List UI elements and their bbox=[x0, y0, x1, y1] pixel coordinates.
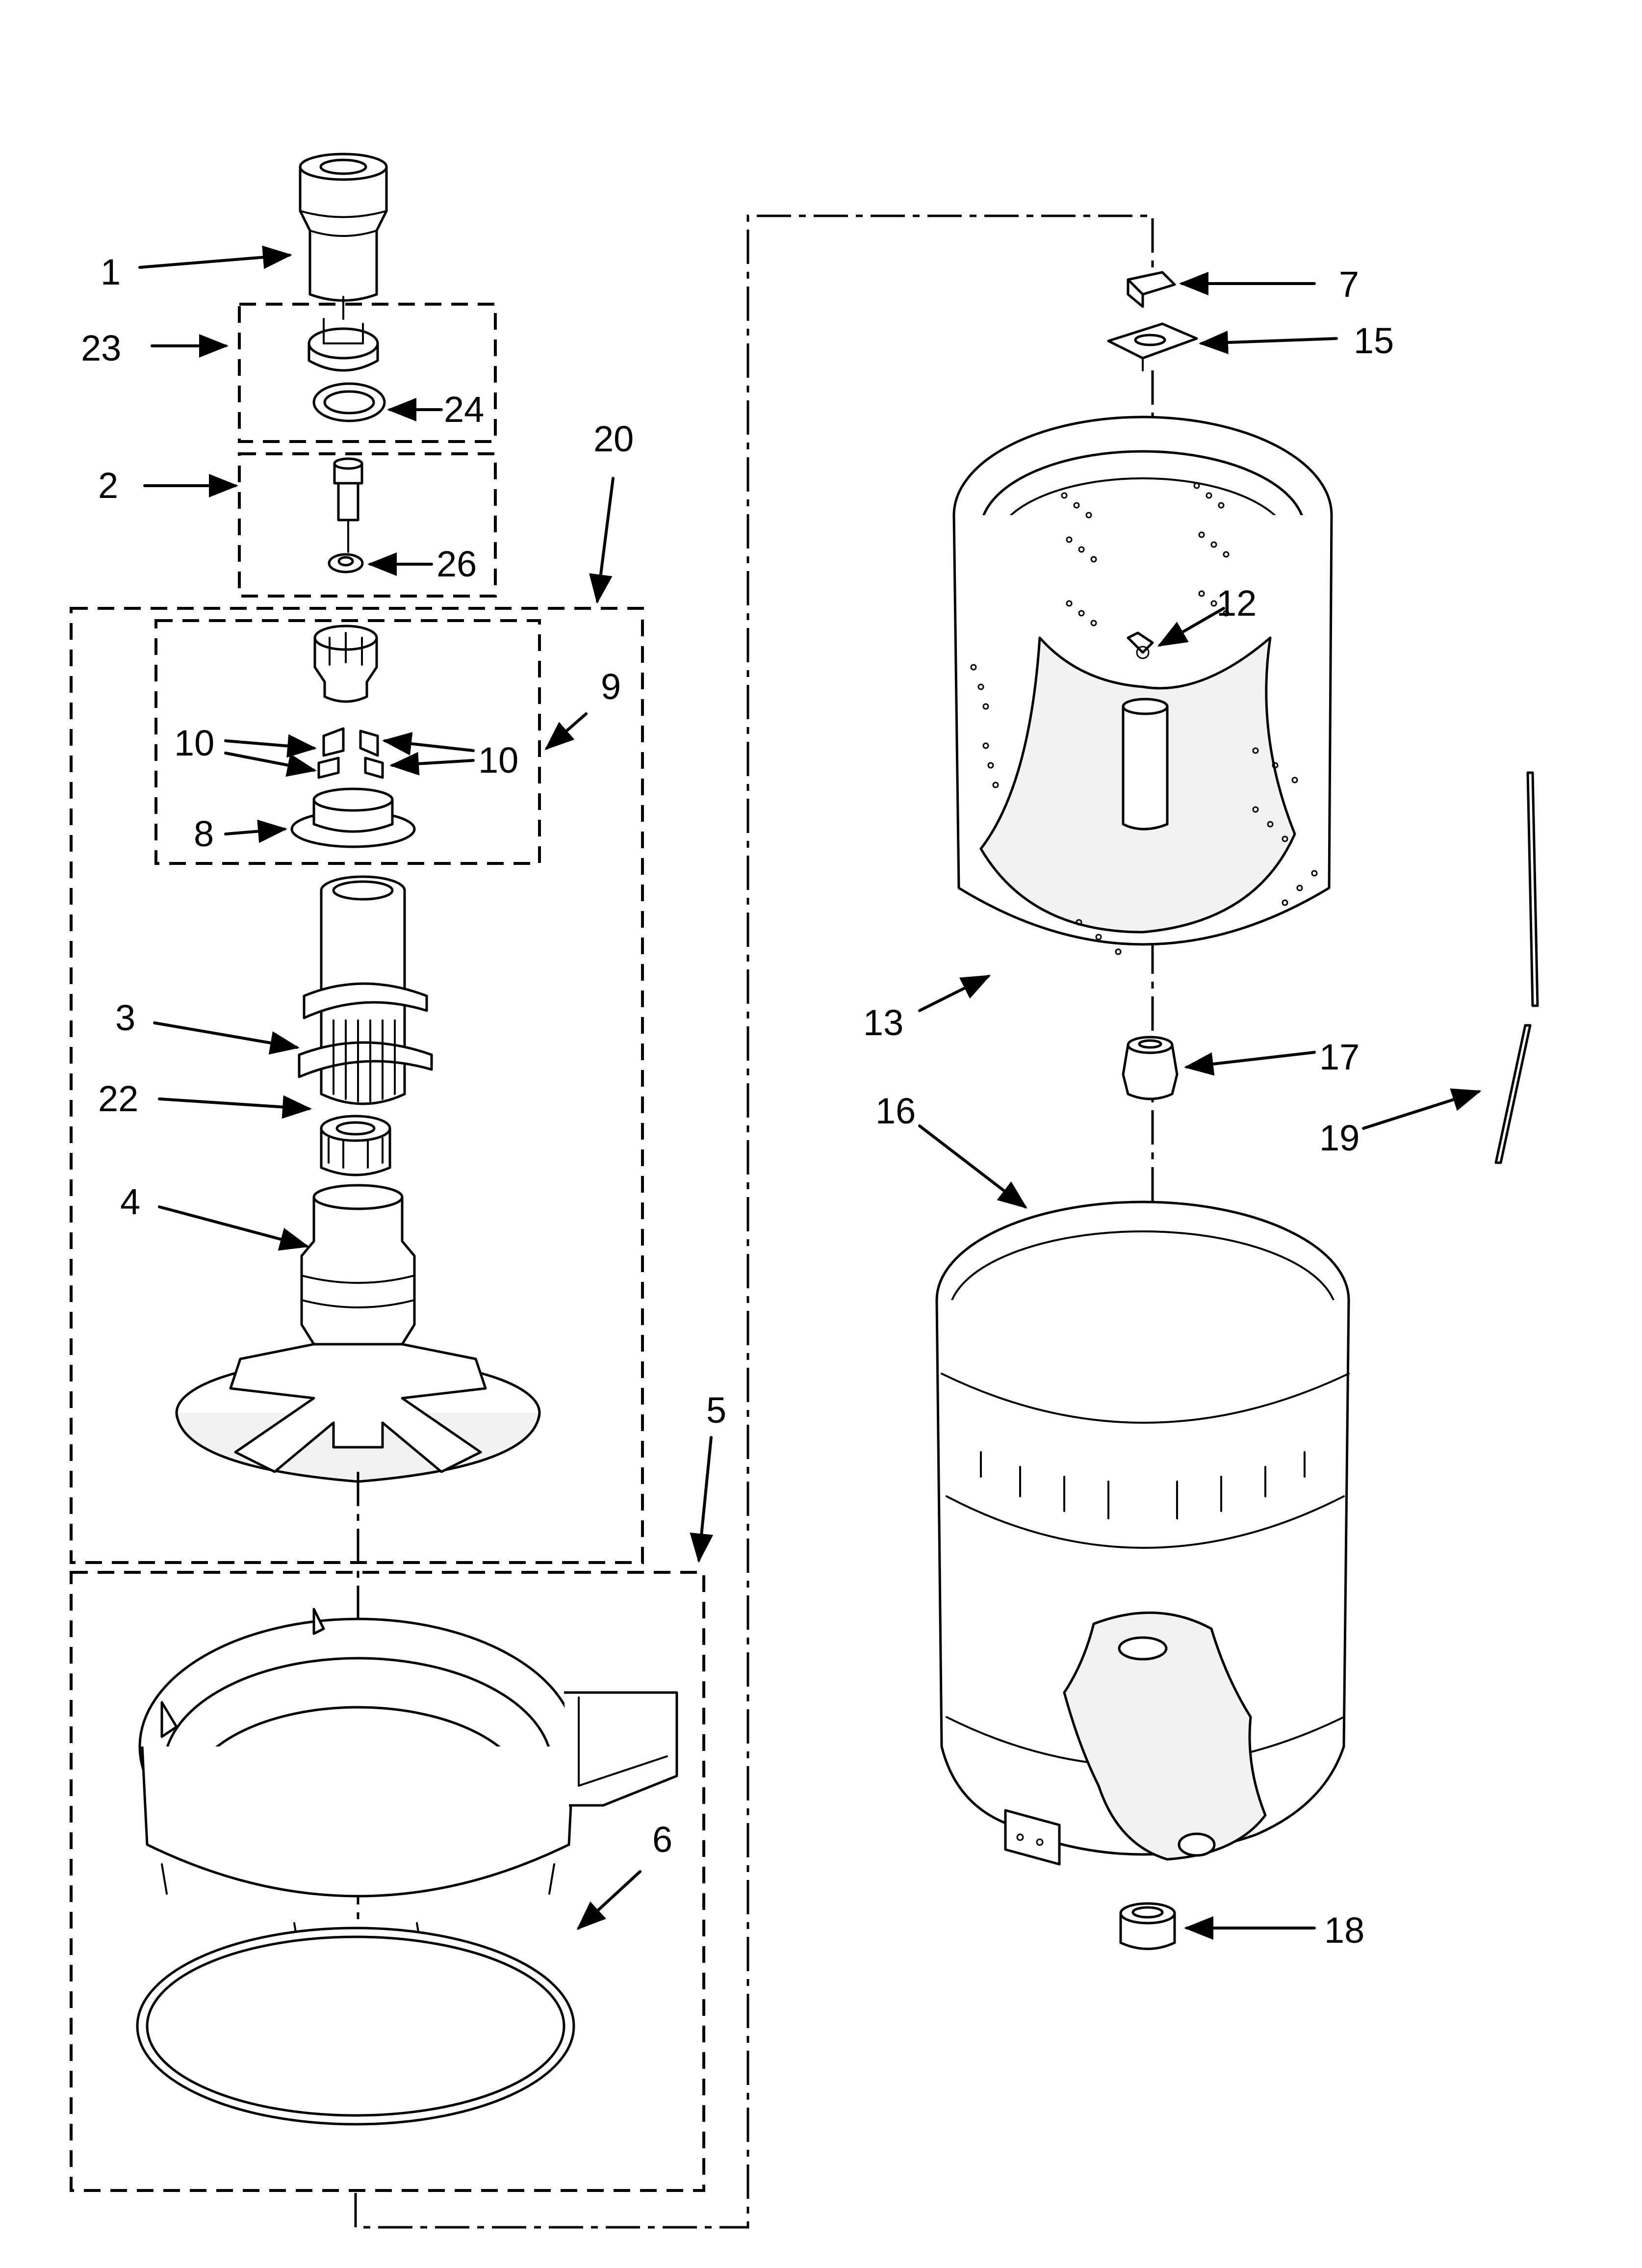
label-20: 20 bbox=[593, 418, 634, 459]
basket-holes bbox=[970, 482, 1318, 955]
label-15: 15 bbox=[1354, 320, 1394, 361]
part-3-auger bbox=[298, 875, 433, 1105]
group-box-2 bbox=[238, 452, 497, 598]
part-16-outer-tub bbox=[935, 1200, 1350, 1866]
part-22-coupling bbox=[320, 1115, 391, 1176]
part-13-basket bbox=[952, 416, 1333, 955]
label-2: 2 bbox=[98, 465, 118, 506]
label-17: 17 bbox=[1319, 1037, 1360, 1077]
label-23: 23 bbox=[81, 328, 121, 368]
part-10-dogs bbox=[317, 727, 384, 779]
label-1: 1 bbox=[101, 252, 121, 292]
part-8-dog-guide bbox=[290, 787, 416, 848]
label-6: 6 bbox=[652, 1819, 672, 1860]
part-7-clip bbox=[1127, 271, 1176, 308]
part-6-seal bbox=[136, 1927, 575, 2126]
label-5: 5 bbox=[706, 1390, 726, 1431]
label-10-left: 10 bbox=[174, 723, 214, 763]
label-12: 12 bbox=[1216, 583, 1257, 624]
part-2-bolt bbox=[333, 457, 363, 521]
group-box-23 bbox=[238, 303, 497, 443]
label-26: 26 bbox=[436, 544, 477, 584]
label-8: 8 bbox=[194, 813, 214, 854]
label-3: 3 bbox=[115, 997, 135, 1038]
label-4: 4 bbox=[120, 1181, 140, 1222]
part-23-cam bbox=[308, 318, 379, 372]
part-6-tub-ring bbox=[138, 1608, 678, 1954]
part-4-agitator bbox=[175, 1184, 541, 1483]
label-18: 18 bbox=[1324, 1910, 1364, 1951]
part-9-agitator-dogs bbox=[313, 625, 378, 703]
part-15-bracket bbox=[1107, 322, 1198, 371]
label-24: 24 bbox=[444, 389, 484, 430]
part-19-hose bbox=[1494, 771, 1539, 1164]
group-box-5 bbox=[70, 1571, 705, 2192]
part-18-plug bbox=[1119, 1902, 1176, 1950]
part-24-ring bbox=[312, 382, 386, 422]
label-7: 7 bbox=[1339, 264, 1359, 305]
label-16: 16 bbox=[875, 1091, 916, 1131]
part-26-washer bbox=[328, 553, 364, 574]
label-22: 22 bbox=[98, 1078, 138, 1119]
part-1-cap bbox=[299, 153, 388, 302]
label-9: 9 bbox=[601, 666, 621, 707]
group-box-9 bbox=[154, 619, 541, 865]
connector-line bbox=[354, 214, 1154, 2229]
label-13: 13 bbox=[863, 1002, 903, 1043]
part-17-bushing bbox=[1122, 1036, 1179, 1100]
label-19: 19 bbox=[1319, 1118, 1360, 1158]
label-10-right: 10 bbox=[478, 740, 518, 781]
